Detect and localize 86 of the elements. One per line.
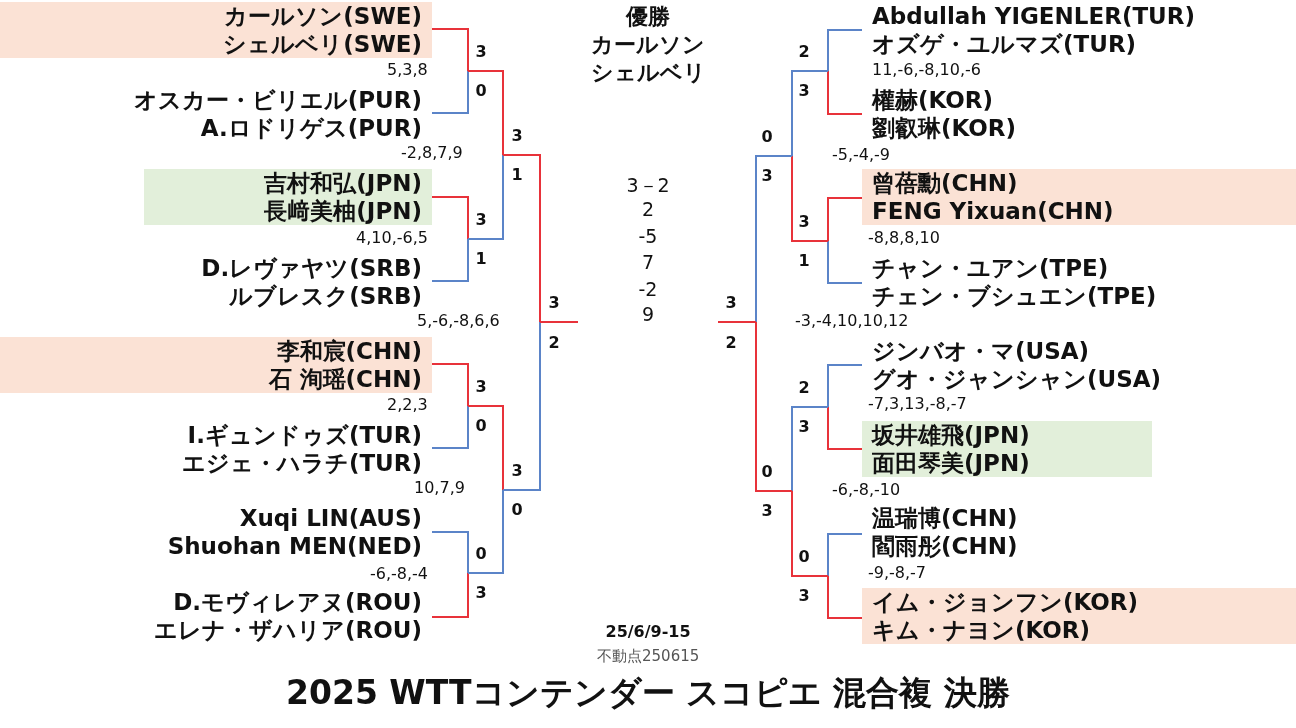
player-name: グオ・ジャンシャン(USA) — [872, 365, 1163, 393]
match-score: 3 — [548, 295, 560, 311]
note-text: 不動点250615 — [597, 648, 700, 664]
player-name: 長﨑美柚(JPN) — [263, 197, 422, 225]
player-name: チェン・ブシュエン(TPE) — [872, 282, 1158, 310]
highlight-box — [862, 421, 1152, 477]
player-name: エレナ・ザハリア(ROU) — [153, 616, 422, 644]
match-score: 0 — [798, 549, 810, 565]
match-score: 0 — [475, 546, 487, 562]
final-score: 2 — [642, 199, 655, 219]
match-score: 3 — [475, 44, 487, 60]
champion-name: カールソン — [591, 34, 705, 56]
final-score: -5 — [638, 226, 658, 246]
player-name: 坂井雄飛(JPN) — [872, 421, 1031, 449]
game-scores: 10,7,9 — [414, 480, 465, 496]
match-score: 0 — [511, 502, 523, 518]
final-score: -2 — [638, 279, 658, 299]
match-score: 1 — [475, 251, 487, 267]
player-name: エジェ・ハラチ(TUR) — [180, 449, 422, 477]
player-name: ルブレスク(SRB) — [228, 282, 422, 310]
game-scores: 5,-6,-8,6,6 — [417, 313, 500, 329]
player-name: チャン・ユアン(TPE) — [872, 254, 1110, 282]
player-name: 石 洵瑶(CHN) — [267, 365, 422, 393]
player-name: 温瑞博(CHN) — [872, 504, 1019, 532]
player-name: D.レヴァヤツ(SRB) — [200, 254, 422, 282]
match-score: 2 — [798, 380, 810, 396]
match-score: 2 — [548, 335, 560, 351]
match-score: 0 — [761, 464, 773, 480]
highlight-box — [862, 588, 1296, 644]
champion-name: シェルベリ — [590, 62, 706, 84]
match-score: 3 — [798, 214, 810, 230]
game-scores: -5,-4,-9 — [832, 147, 891, 163]
player-name: 閻雨彤(CHN) — [872, 532, 1019, 560]
player-name: Shuohan MEN(NED) — [166, 532, 422, 560]
player-name: Xuqi LIN(AUS) — [238, 504, 422, 532]
match-score: 2 — [798, 44, 810, 60]
match-score: 3 — [475, 585, 487, 601]
match-score: 3 — [475, 212, 487, 228]
final-score: 9 — [642, 304, 655, 324]
player-name: キム・ナヨン(KOR) — [872, 616, 1092, 644]
date-text: 25/6/9-15 — [605, 624, 691, 640]
game-scores: -6,-8,-10 — [832, 482, 901, 498]
player-name: ジンバオ・マ(USA) — [872, 337, 1091, 365]
match-score: 0 — [761, 129, 773, 145]
match-score: 3 — [511, 128, 523, 144]
match-score: 3 — [511, 463, 523, 479]
game-scores: -6,-8,-4 — [370, 566, 429, 582]
player-name: Abdullah YIGENLER(TUR) — [872, 2, 1196, 30]
match-score: 0 — [475, 83, 487, 99]
highlight-box — [0, 337, 432, 393]
player-name: 面田琴美(JPN) — [872, 449, 1031, 477]
match-score: 3 — [798, 419, 810, 435]
player-name: FENG Yixuan(CHN) — [872, 197, 1115, 225]
player-name: オスカー・ビリエル(PUR) — [132, 86, 422, 114]
highlight-box — [144, 169, 432, 225]
player-name: イム・ジョンフン(KOR) — [872, 588, 1140, 616]
final-score: 3－2 — [626, 175, 670, 195]
champion-heading: 優勝 — [626, 6, 670, 28]
player-name: オズゲ・ユルマズ(TUR) — [872, 30, 1138, 58]
player-name: 劉叡琳(KOR) — [872, 114, 1018, 142]
player-name: A.ロドリゲス(PUR) — [199, 114, 422, 142]
match-score: 3 — [761, 503, 773, 519]
player-name: D.モヴィレアヌ(ROU) — [172, 588, 422, 616]
match-score: 0 — [475, 418, 487, 434]
player-name: I.ギュンドゥズ(TUR) — [186, 421, 422, 449]
game-scores: -2,8,7,9 — [401, 145, 463, 161]
game-scores: -3,-4,10,10,12 — [795, 313, 909, 329]
highlight-box — [862, 169, 1296, 225]
player-name: カールソン(SWE) — [223, 2, 422, 30]
match-score: 1 — [798, 253, 810, 269]
title: 2025 WTTコンテンダー スコピエ 混合複 決勝 — [286, 675, 1010, 709]
player-name: 李和宸(CHN) — [275, 337, 422, 365]
match-score: 3 — [761, 168, 773, 184]
player-name: シェルベリ(SWE) — [222, 30, 422, 58]
highlight-box — [0, 2, 432, 58]
player-name: 曾蓓勳(CHN) — [872, 169, 1019, 197]
final-score: 7 — [642, 252, 655, 272]
player-name: 權赫(KOR) — [872, 86, 995, 114]
match-score: 3 — [798, 83, 810, 99]
match-score: 3 — [798, 588, 810, 604]
match-score: 3 — [475, 379, 487, 395]
match-score: 3 — [725, 295, 737, 311]
player-name: 吉村和弘(JPN) — [263, 169, 422, 197]
game-scores: 11,-6,-8,10,-6 — [872, 62, 981, 78]
match-score: 1 — [511, 167, 523, 183]
match-score: 2 — [725, 335, 737, 351]
